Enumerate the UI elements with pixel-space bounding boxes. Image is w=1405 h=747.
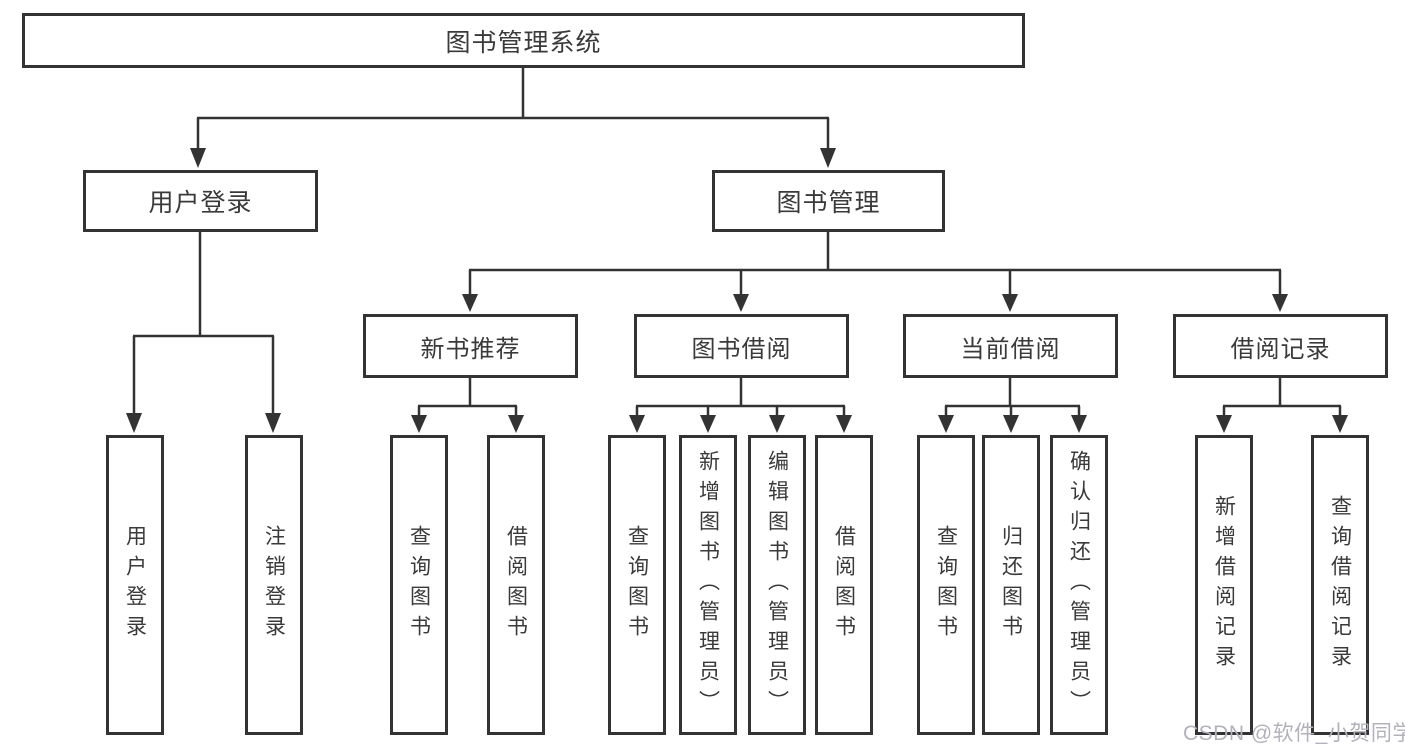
leaf-logout: 注销登录 (245, 435, 303, 735)
node-borrow-records: 借阅记录 (1173, 314, 1388, 378)
leaf-query-books-borrow: 查询图书 (608, 435, 666, 735)
node-book-borrow: 图书借阅 (634, 314, 849, 378)
arrowheads (126, 148, 1348, 433)
csdn-watermark: CSDN @软件_小贺同学 (1183, 722, 1405, 745)
node-current-borrow: 当前借阅 (903, 314, 1118, 378)
node-book-management: 图书管理 (712, 170, 945, 232)
leaf-edit-books-admin: 编辑图书（管理员） (748, 435, 806, 735)
node-new-book-recommend: 新书推荐 (363, 314, 578, 378)
node-user-login: 用户登录 (83, 170, 318, 232)
leaf-query-borrow-record: 查询借阅记录 (1311, 435, 1369, 735)
leaf-add-books-admin: 新增图书（管理员） (679, 435, 737, 735)
leaf-return-books: 归还图书 (982, 435, 1040, 735)
leaf-add-borrow-record: 新增借阅记录 (1195, 435, 1253, 735)
leaf-borrow-books: 借阅图书 (815, 435, 873, 735)
leaf-borrow-books-recommend: 借阅图书 (487, 435, 545, 735)
leaf-user-login: 用户登录 (106, 435, 164, 735)
leaf-query-books-recommend: 查询图书 (390, 435, 448, 735)
leaf-query-books-current: 查询图书 (917, 435, 975, 735)
node-library-management-system: 图书管理系统 (22, 13, 1025, 68)
leaf-confirm-return-admin: 确认归还（管理员） (1050, 435, 1108, 735)
